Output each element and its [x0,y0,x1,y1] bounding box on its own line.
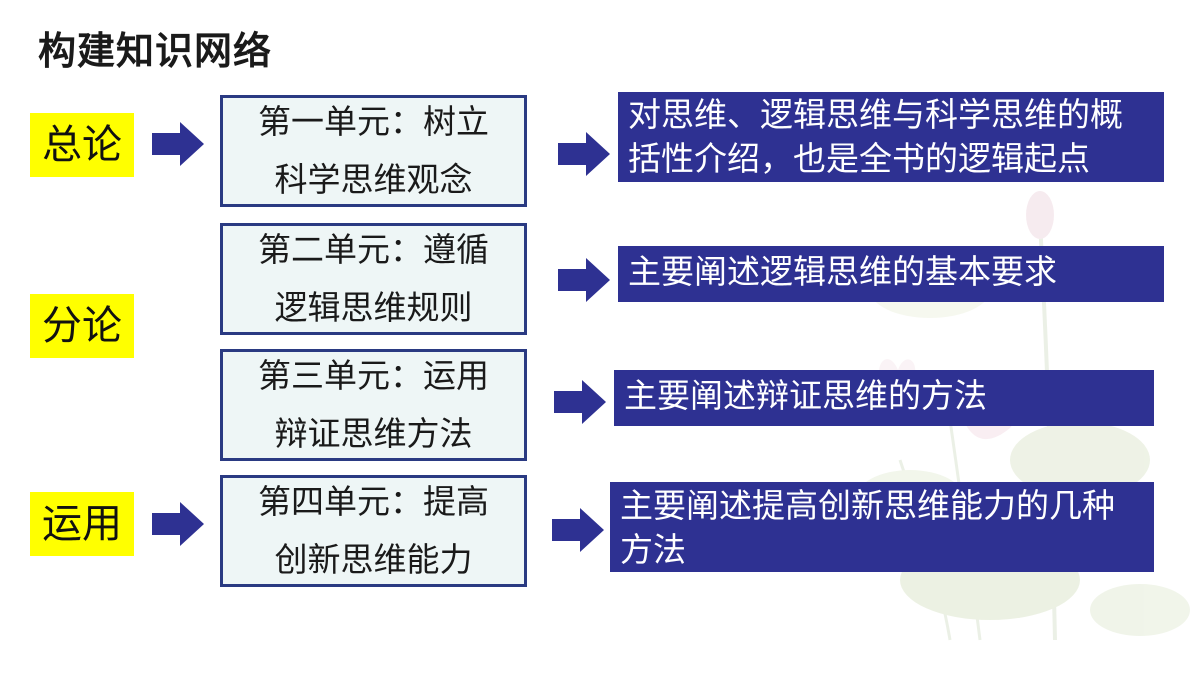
right-arrow-icon [558,132,610,176]
right-arrow-icon [552,508,604,552]
unit-box-3: 第三单元：运用 辩证思维方法 [220,349,527,461]
description-box-3: 主要阐述辩证思维的方法 [614,370,1154,426]
unit-subtitle: 创新思维能力 [274,540,473,579]
unit-title: 第三单元：运用 [258,356,489,395]
category-zonglun: 总论 [30,113,134,177]
unit-title: 第四单元：提高 [258,482,489,521]
unit-subtitle: 辩证思维方法 [274,414,473,453]
unit-subtitle: 逻辑思维规则 [274,288,473,327]
page-title: 构建知识网络 [38,29,273,73]
right-arrow-icon [152,122,204,166]
unit-title: 第一单元：树立 [258,102,489,141]
description-box-1: 对思维、逻辑思维与科学思维的概括性介绍，也是全书的逻辑起点 [618,92,1164,182]
category-fenlun: 分论 [30,294,134,358]
category-yunyong: 运用 [30,492,134,556]
description-box-2: 主要阐述逻辑思维的基本要求 [618,246,1164,302]
unit-title: 第二单元：遵循 [258,230,489,269]
unit-box-2: 第二单元：遵循 逻辑思维规则 [220,223,527,335]
description-box-4: 主要阐述提高创新思维能力的几种方法 [610,482,1154,572]
unit-box-4: 第四单元：提高 创新思维能力 [220,475,527,587]
right-arrow-icon [152,502,204,546]
unit-box-1: 第一单元：树立 科学思维观念 [220,95,527,207]
unit-subtitle: 科学思维观念 [274,160,473,199]
right-arrow-icon [554,380,606,424]
right-arrow-icon [558,258,610,302]
